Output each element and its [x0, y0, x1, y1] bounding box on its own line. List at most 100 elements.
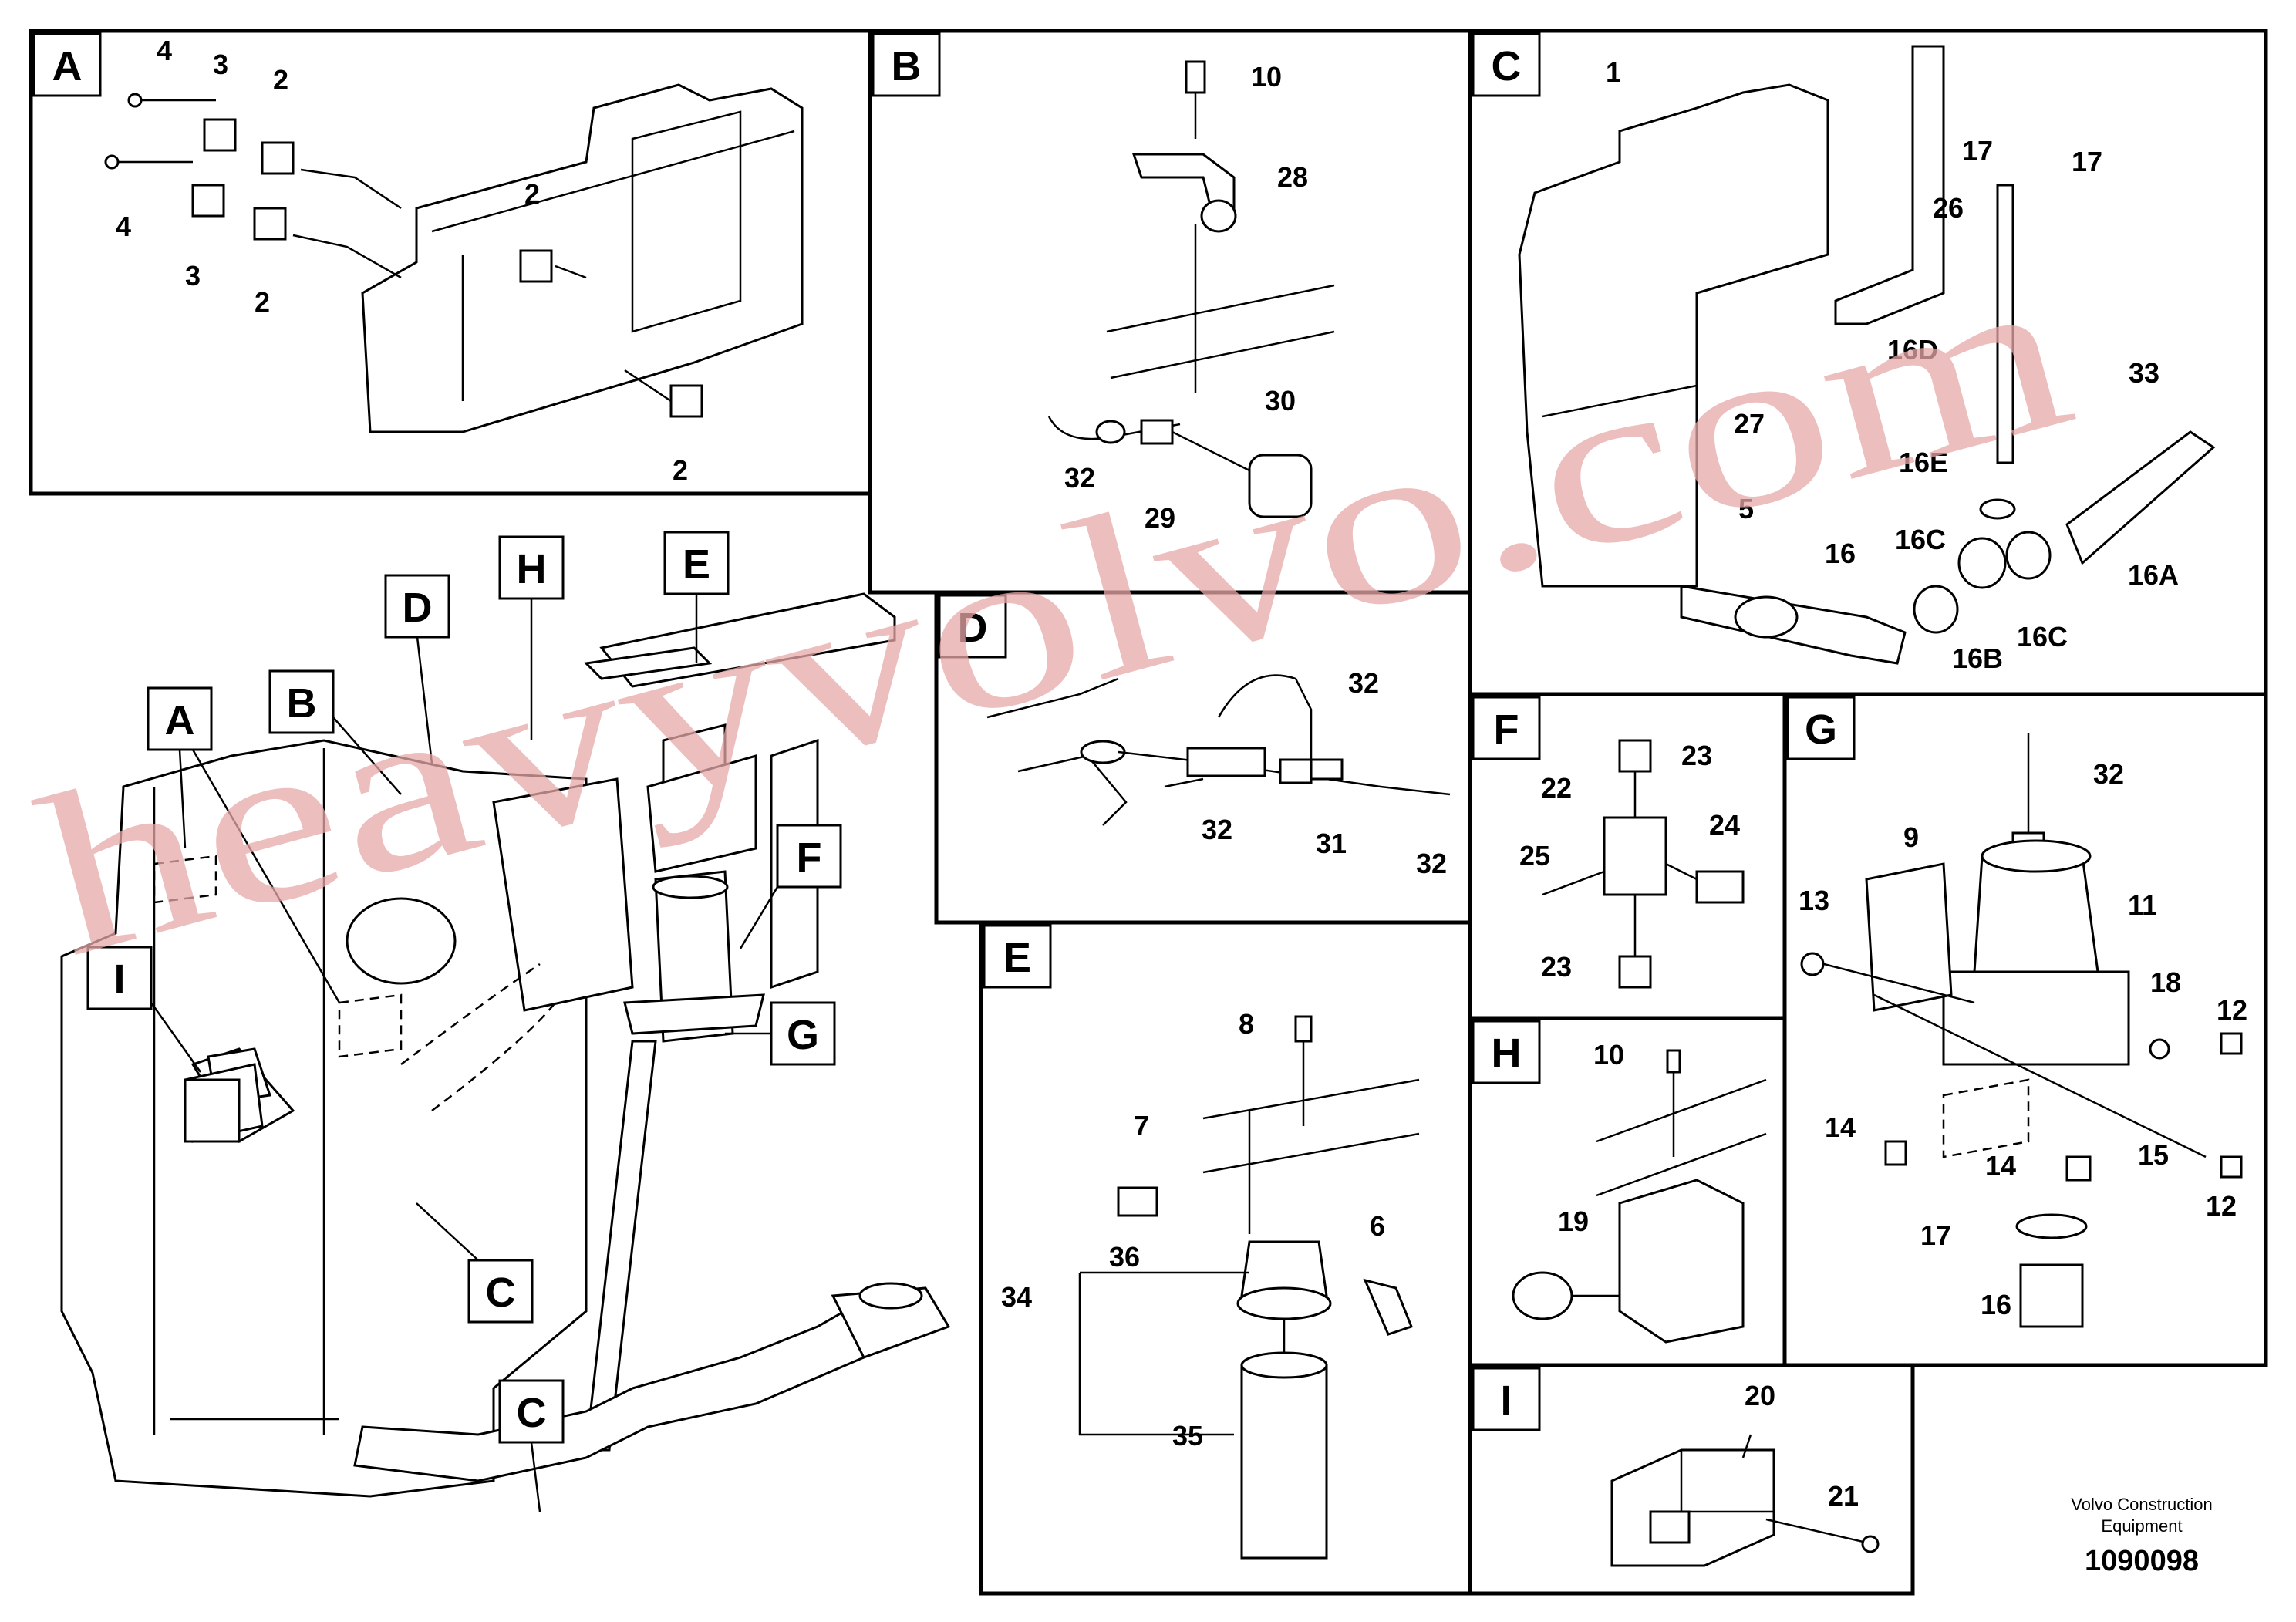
svg-text:8: 8 — [1239, 1008, 1254, 1040]
brand-line-1: Volvo Construction — [2071, 1495, 2212, 1514]
svg-text:B: B — [287, 680, 317, 727]
svg-text:32: 32 — [2093, 758, 2124, 790]
svg-text:31: 31 — [1316, 828, 1347, 859]
svg-text:28: 28 — [1277, 161, 1308, 193]
svg-text:16A: 16A — [2128, 559, 2179, 591]
svg-text:21: 21 — [1828, 1480, 1859, 1512]
svg-text:22: 22 — [1541, 772, 1572, 804]
callout-d: D — [384, 574, 450, 764]
callout-c-upper: C — [416, 1202, 534, 1324]
svg-text:2: 2 — [524, 178, 540, 210]
panel-e-drawing — [1078, 1015, 1420, 1560]
svg-text:4: 4 — [116, 211, 131, 242]
svg-text:C: C — [1492, 43, 1522, 89]
panel-i-labels: 20 21 — [1745, 1380, 1859, 1512]
svg-text:24: 24 — [1709, 809, 1740, 841]
callout-b: B — [268, 669, 402, 795]
panel-g-drawing — [1800, 733, 2243, 1328]
svg-text:E: E — [683, 541, 710, 588]
panel-b-labels: 10 28 30 32 29 — [1064, 61, 1308, 534]
brand-line-2: Equipment — [2101, 1516, 2182, 1536]
panel-g-labels: 32 9 11 13 18 12 14 14 15 12 17 16 — [1799, 758, 2247, 1320]
section-i-header: I — [1472, 1367, 1541, 1431]
section-h-header: H — [1472, 1020, 1541, 1084]
panel-frames — [29, 29, 2268, 1596]
svg-text:12: 12 — [2206, 1190, 2237, 1222]
svg-text:F: F — [797, 835, 822, 881]
brand-block: Volvo Construction Equipment 1090098 — [2071, 1495, 2212, 1577]
svg-text:16C: 16C — [2017, 621, 2068, 653]
panel-e-labels: 8 7 6 36 34 35 — [1001, 1008, 1385, 1452]
svg-text:30: 30 — [1265, 385, 1296, 416]
svg-text:17: 17 — [1920, 1219, 1951, 1251]
svg-text:11: 11 — [2128, 889, 2157, 921]
svg-text:14: 14 — [1825, 1111, 1856, 1143]
svg-text:7: 7 — [1134, 1110, 1149, 1141]
svg-text:20: 20 — [1745, 1380, 1775, 1411]
panel-a-drawing — [104, 83, 804, 433]
svg-text:9: 9 — [1903, 821, 1919, 853]
callout-c-lower: C — [498, 1379, 565, 1512]
svg-text:A: A — [165, 697, 195, 744]
svg-text:25: 25 — [1519, 840, 1550, 872]
svg-text:A: A — [52, 43, 83, 89]
svg-text:29: 29 — [1145, 502, 1175, 534]
svg-text:32: 32 — [1202, 814, 1232, 845]
svg-text:15: 15 — [2138, 1139, 2169, 1171]
svg-text:H: H — [1492, 1030, 1522, 1077]
panel-c-labels: 1 17 17 26 16D 33 27 16E 5 16 16C 16C 16… — [1606, 56, 2179, 674]
callout-h: H — [498, 535, 565, 740]
panel-d-drawing — [986, 674, 1451, 826]
callout-i: I — [86, 946, 202, 1073]
callout-e: E — [663, 531, 730, 663]
section-f-header: F — [1472, 696, 1541, 760]
panel-d-labels: 32 32 31 32 — [1202, 667, 1447, 879]
svg-text:3: 3 — [185, 260, 201, 292]
panel-c-drawing — [1518, 45, 2216, 665]
svg-text:D: D — [958, 605, 988, 651]
svg-text:34: 34 — [1001, 1281, 1032, 1313]
panel-a-labels: 4 3 2 4 3 2 2 2 — [116, 35, 688, 486]
svg-text:6: 6 — [1370, 1210, 1385, 1242]
svg-text:23: 23 — [1541, 951, 1572, 983]
svg-text:26: 26 — [1933, 192, 1964, 224]
svg-text:16E: 16E — [1899, 447, 1948, 478]
panel-h-labels: 10 19 — [1558, 1039, 1624, 1237]
svg-text:16: 16 — [1981, 1289, 2011, 1320]
panel-b-drawing — [1047, 60, 1335, 518]
svg-text:E: E — [1003, 935, 1031, 981]
panel-f-labels: 23 22 24 25 23 — [1519, 740, 1740, 983]
overview-callouts: H E D B A F I G C C — [86, 531, 842, 1512]
svg-text:10: 10 — [1593, 1039, 1624, 1071]
svg-text:14: 14 — [1985, 1150, 2016, 1182]
section-c-header: C — [1472, 32, 1541, 97]
svg-text:36: 36 — [1109, 1241, 1140, 1273]
svg-text:F: F — [1494, 706, 1519, 753]
panel-i-drawing — [1610, 1434, 1880, 1567]
svg-text:13: 13 — [1799, 885, 1829, 916]
svg-text:35: 35 — [1172, 1420, 1203, 1452]
svg-text:17: 17 — [2072, 146, 2102, 177]
panel-f-drawing — [1542, 739, 1745, 989]
svg-text:16B: 16B — [1952, 642, 2003, 674]
svg-text:12: 12 — [2217, 994, 2247, 1026]
svg-text:16D: 16D — [1887, 334, 1938, 366]
section-a-header: A — [32, 32, 102, 97]
svg-text:I: I — [113, 956, 125, 1003]
svg-text:5: 5 — [1738, 493, 1754, 524]
overview-drawing — [60, 592, 951, 1498]
section-e-header: E — [983, 924, 1052, 989]
callout-g: G — [725, 1001, 836, 1066]
svg-text:4: 4 — [157, 35, 172, 66]
svg-text:33: 33 — [2129, 357, 2159, 389]
svg-text:C: C — [517, 1390, 547, 1436]
svg-text:3: 3 — [213, 49, 228, 80]
svg-text:32: 32 — [1348, 667, 1379, 699]
callout-a: A — [147, 686, 341, 1003]
section-b-header: B — [872, 32, 941, 97]
svg-text:C: C — [486, 1270, 516, 1316]
panel-h-drawing — [1512, 1049, 1767, 1344]
svg-text:H: H — [517, 546, 547, 592]
callout-f: F — [739, 824, 842, 949]
